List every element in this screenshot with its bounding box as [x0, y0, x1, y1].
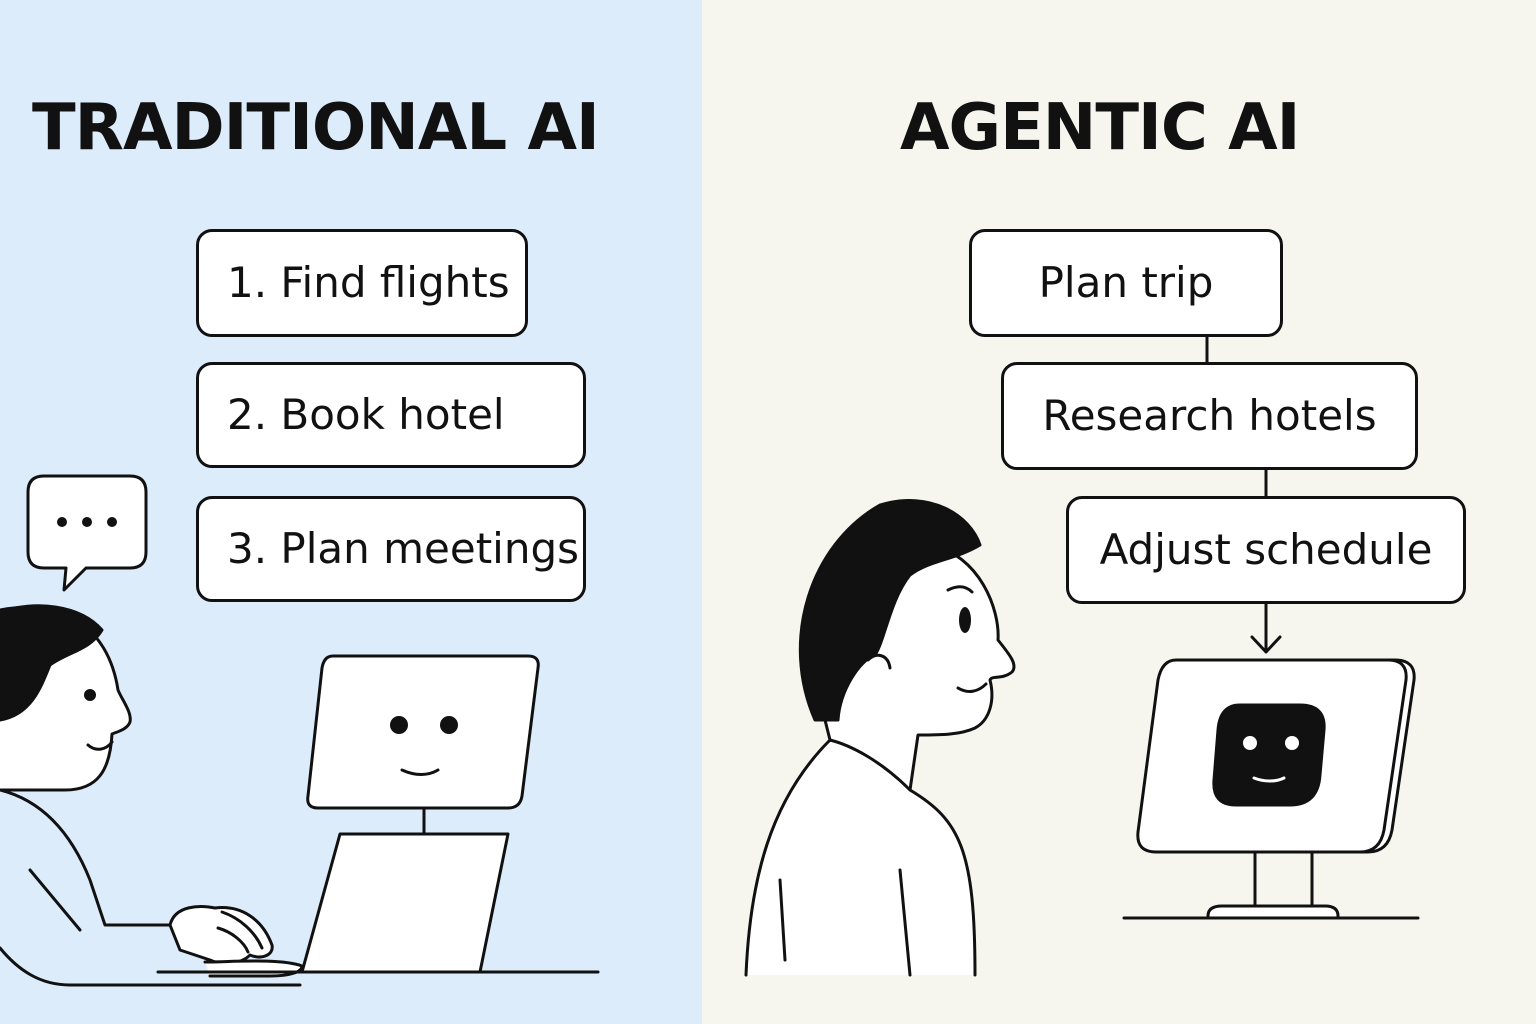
arrow-down [1250, 602, 1282, 654]
monitor-robot-face [156, 654, 600, 974]
person-profile [744, 499, 1016, 977]
speech-bubble-icon [26, 474, 148, 592]
step-adjust-schedule: Adjust schedule [1066, 496, 1466, 604]
step-book-hotel: 2. Book hotel [196, 362, 586, 468]
step-plan-meetings: 3. Plan meetings [196, 496, 586, 602]
agent-robot-face [1122, 658, 1420, 920]
person-at-laptop [0, 604, 304, 987]
step-plan-trip: Plan trip [969, 229, 1283, 337]
agentic-ai-title: AGENTIC AI [900, 91, 1300, 165]
traditional-ai-title: TRADITIONAL AI [32, 91, 600, 165]
step-find-flights: 1. Find flights [196, 229, 528, 337]
step-research-hotels: Research hotels [1001, 362, 1418, 470]
